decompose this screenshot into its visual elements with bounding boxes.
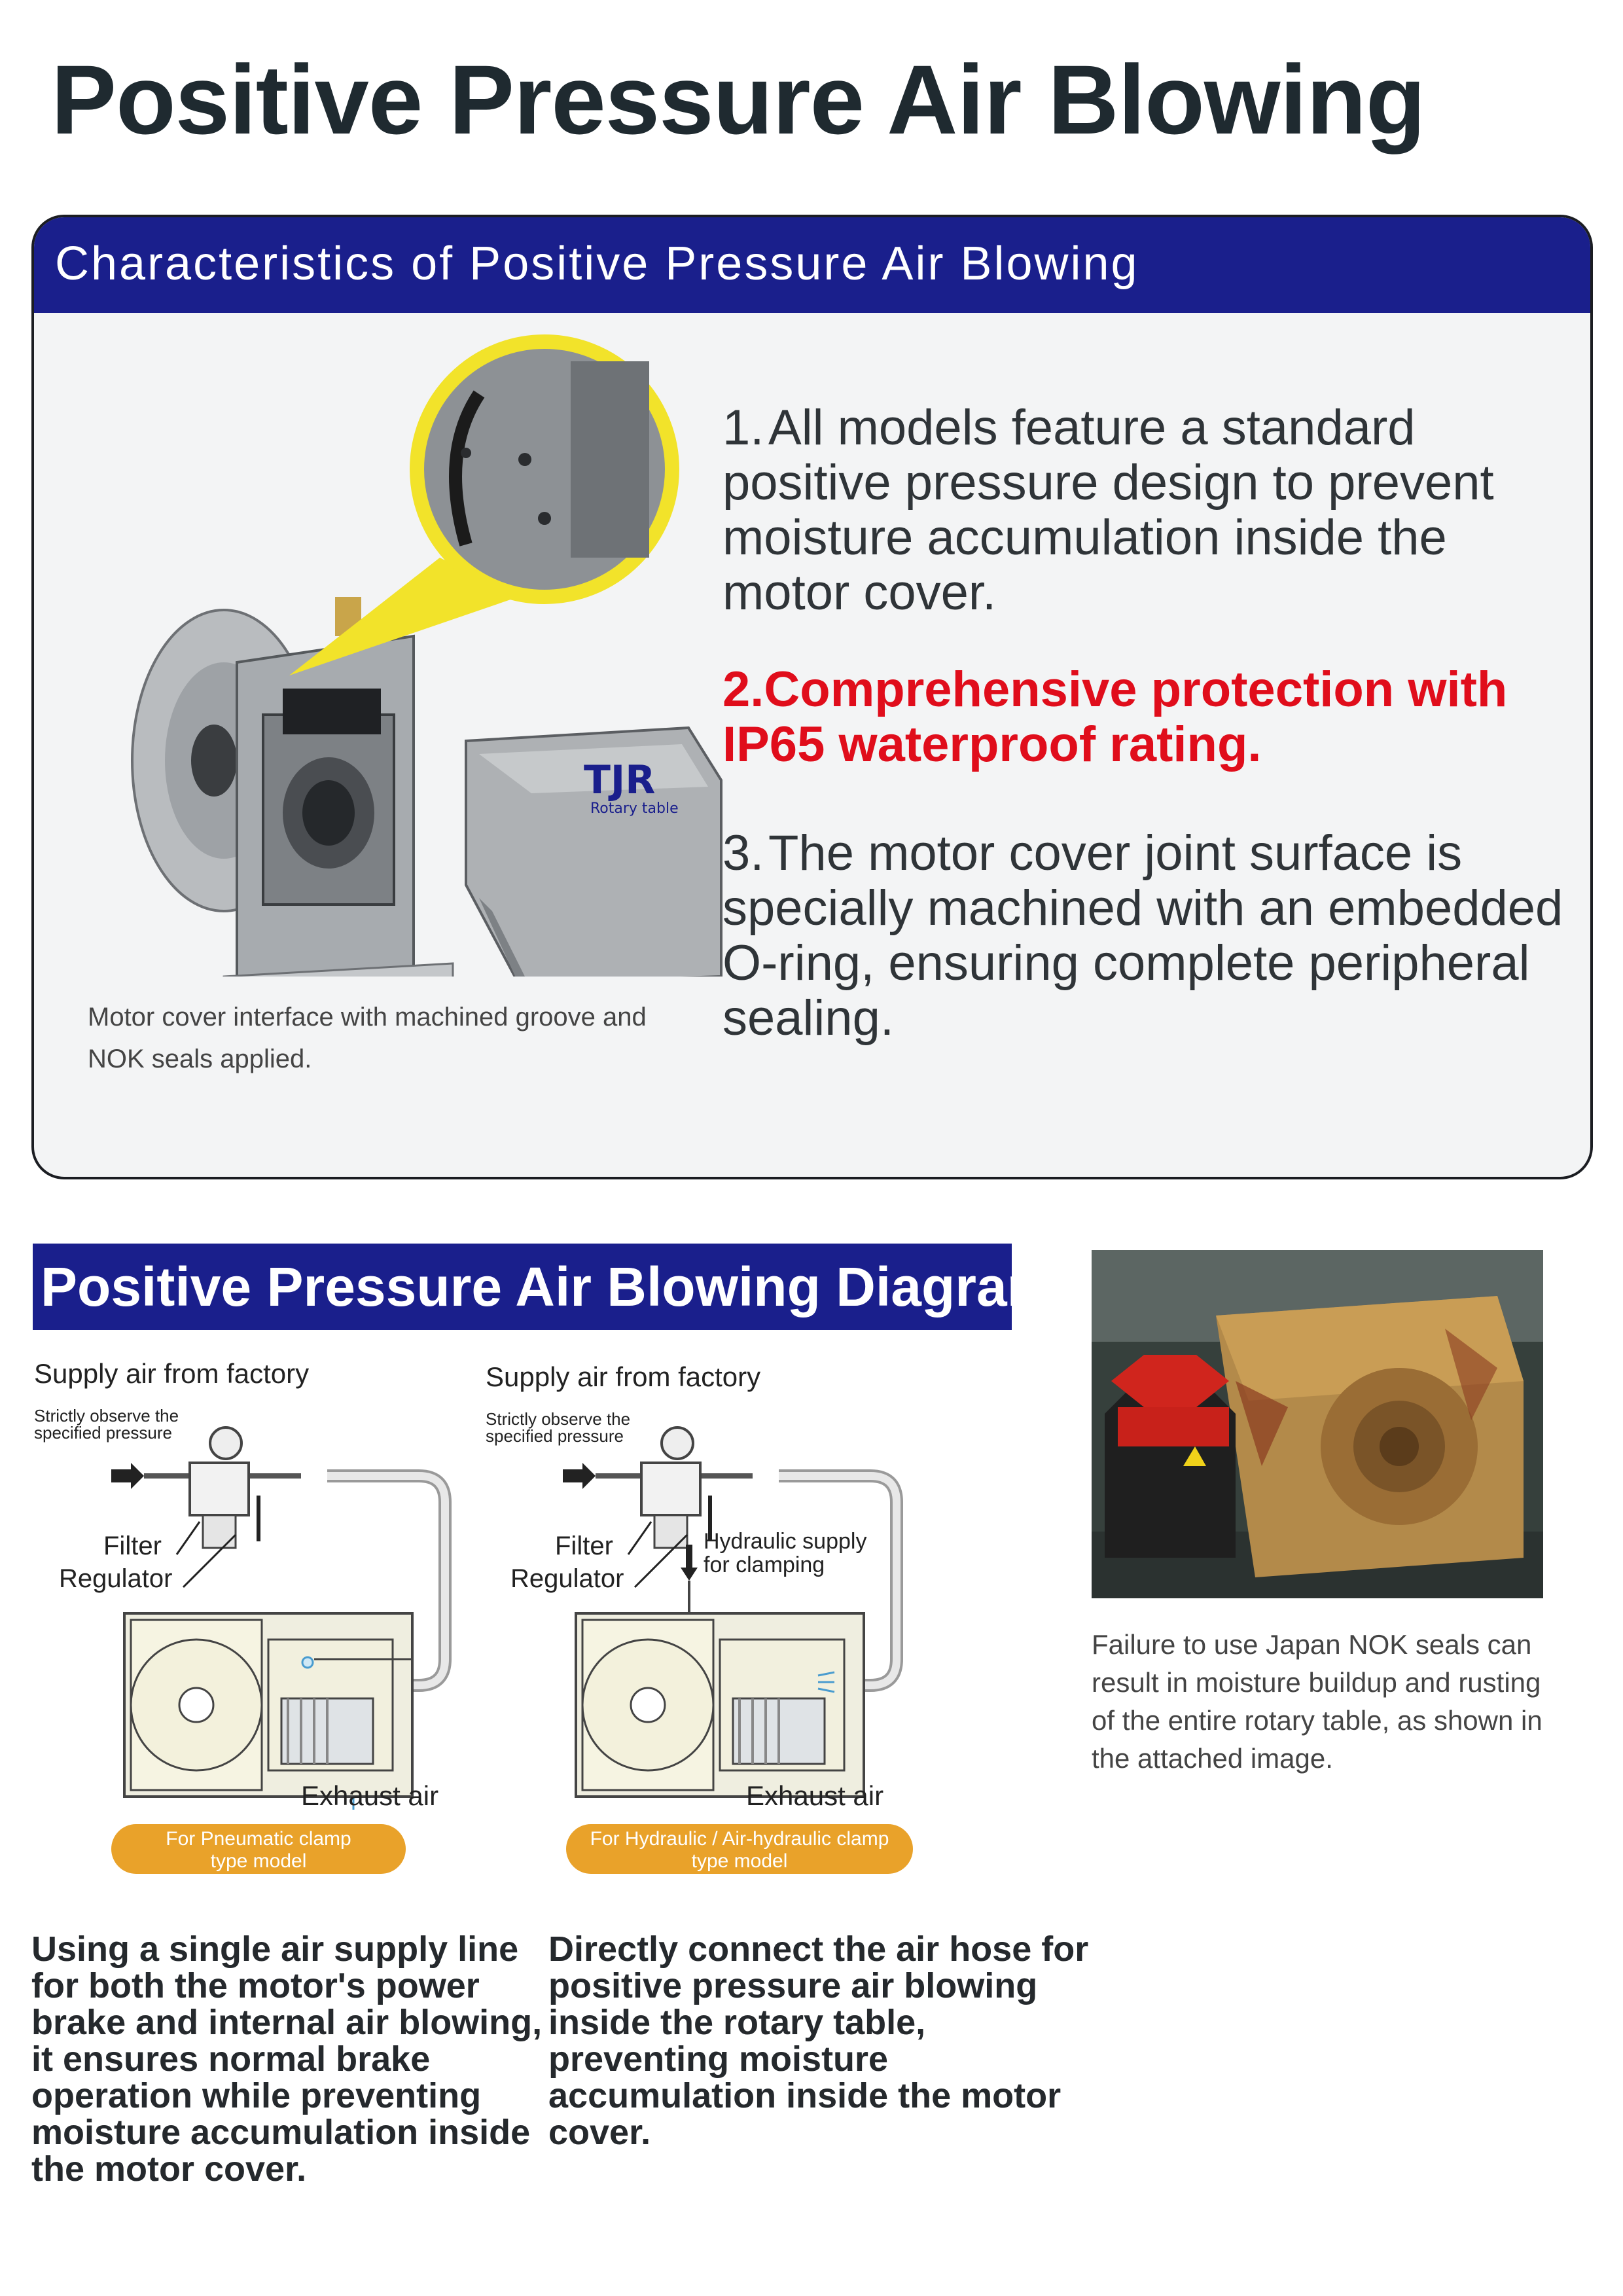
pneumatic-model-line2: type model — [210, 1850, 307, 1872]
feature-3-number: 3. — [722, 825, 764, 881]
hydraulic-diagram-drawing — [563, 1426, 903, 1798]
regulator-label: Regulator — [59, 1564, 173, 1593]
diagram-section-header: Positive Pressure Air Blowing Diagram — [33, 1244, 1056, 1330]
feature-3-text: The motor cover joint surface is special… — [722, 825, 1563, 1046]
feature-3: 3.The motor cover joint surface is speci… — [722, 826, 1586, 1046]
photo-caption: Motor cover interface with machined groo… — [88, 1003, 647, 1073]
pneumatic-model-badge: For Pneumatic clamp type model — [111, 1824, 406, 1874]
hydraulic-model-line2: type model — [691, 1850, 788, 1872]
logo-text: TJR — [584, 757, 655, 803]
pneumatic-diagram-drawing — [111, 1426, 452, 1810]
hydraulic-model-line1: For Hydraulic / Air-hydraulic clamp — [590, 1828, 889, 1850]
regulator-label: Regulator — [510, 1564, 624, 1593]
rotary-table-photo: TJR Rotary table — [131, 334, 722, 977]
hydraulic-supply-label: Hydraulic supply for clamping — [704, 1530, 866, 1577]
feature-2-number: 2. — [722, 662, 764, 717]
feature-1: 1.All models feature a standard positive… — [722, 401, 1580, 620]
feature-1-number: 1. — [722, 400, 764, 456]
pneumatic-description: Using a single air supply line for both … — [31, 1929, 543, 2189]
hydraulic-supply-line1: Hydraulic supply — [704, 1529, 867, 1554]
characteristics-panel: Characteristics of Positive Pressure Air… — [31, 215, 1593, 1179]
page-title: Positive Pressure Air Blowing — [51, 45, 1425, 154]
hydraulic-model-badge: For Hydraulic / Air-hydraulic clamp type… — [566, 1824, 913, 1874]
pressure-note: Strictly observe the specified pressure — [486, 1409, 631, 1446]
hydraulic-clamp-diagram: Supply air from factory Strictly observe… — [478, 1358, 923, 1874]
hydraulic-description: Directly connect the air hose for positi… — [548, 1929, 1089, 2152]
pneumatic-clamp-diagram: Supply air from factory Strictly observe… — [26, 1358, 471, 1874]
filter-label: Filter — [103, 1532, 162, 1560]
pressure-note: Strictly observe the specified pressure — [34, 1406, 179, 1443]
supply-air-label: Supply air from factory — [486, 1361, 761, 1392]
supply-air-label: Supply air from factory — [34, 1358, 310, 1389]
exhaust-air-label: Exhaust air — [746, 1780, 884, 1811]
pneumatic-model-line1: For Pneumatic clamp — [166, 1828, 351, 1850]
feature-1-text: All models feature a standard positive p… — [722, 400, 1494, 620]
logo-subtext: Rotary table — [590, 800, 679, 817]
diagram-section-title: Positive Pressure Air Blowing Diagram — [41, 1256, 1056, 1318]
rusted-rotary-table-photo — [1092, 1250, 1543, 1598]
rust-photo-caption: Failure to use Japan NOK seals can resul… — [1092, 1629, 1543, 1774]
filter-label: Filter — [555, 1532, 613, 1560]
hydraulic-supply-line2: for clamping — [704, 1552, 825, 1577]
feature-2-text: Comprehensive protection with IP65 water… — [722, 662, 1508, 772]
characteristics-heading: Characteristics of Positive Pressure Air… — [55, 238, 1139, 290]
feature-2: 2.Comprehensive protection with IP65 wat… — [722, 662, 1586, 772]
exhaust-air-label: Exhaust air — [301, 1780, 439, 1811]
characteristics-header-bar: Characteristics of Positive Pressure Air… — [34, 217, 1590, 313]
